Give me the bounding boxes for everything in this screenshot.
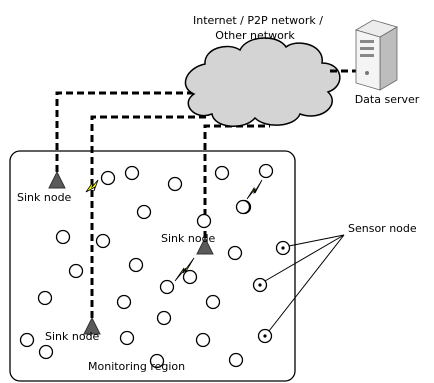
- link-center-sink: [203, 124, 270, 238]
- lightning-icon: [174, 257, 195, 282]
- network-label-line2: Other network: [215, 29, 295, 42]
- sensor-node: [149, 353, 165, 369]
- sensor-node: [159, 279, 175, 295]
- sensor-node: [235, 199, 251, 215]
- link-left-sink: [55, 91, 200, 172]
- sink-node-bottom: [83, 316, 101, 335]
- sensor-node: [156, 310, 172, 326]
- highlighted-sensor-nodes: [252, 240, 291, 344]
- sensor-node: [37, 290, 53, 306]
- sensor-node: [68, 263, 84, 279]
- server-icon: [354, 19, 399, 91]
- sensor-node: [136, 204, 152, 220]
- sensor-node: [38, 344, 54, 360]
- sensor-node-pointers: [264, 234, 345, 332]
- sensor-node: [205, 294, 221, 310]
- sink-node-label-left: Sink node: [17, 191, 72, 204]
- sensor-node: [55, 229, 71, 245]
- sensor-node-label: Sensor node: [348, 222, 417, 235]
- sensor-node: [116, 294, 132, 310]
- sensor-node: [227, 245, 243, 261]
- link-bottom-sink: [90, 115, 210, 318]
- sink-node-label-center: Sink node: [161, 232, 216, 245]
- sensor-node: [128, 257, 144, 273]
- sensor-node: [167, 176, 183, 192]
- sensor-node: [228, 352, 244, 368]
- sensor-node: [196, 213, 212, 229]
- sensor-node: [119, 330, 135, 346]
- sensor-node: [124, 165, 140, 181]
- network-label-line1: Internet / P2P network /: [193, 14, 323, 27]
- network-links: [55, 91, 270, 318]
- data-server-label: Data server: [355, 93, 420, 106]
- sensor-node: [195, 332, 211, 348]
- lightning-icon: [85, 179, 99, 193]
- sensor-node: [214, 165, 230, 181]
- lightning-icon: [246, 179, 263, 200]
- cloud-icon: [184, 37, 341, 127]
- monitoring-region-label: Monitoring region: [88, 360, 185, 373]
- sensor-node: [258, 163, 274, 179]
- sensor-node: [100, 170, 116, 186]
- sensor-node: [19, 332, 35, 348]
- sensor-node: [182, 269, 198, 285]
- monitoring-region-box: [9, 150, 296, 382]
- sink-node-label-bottom: Sink node: [45, 330, 100, 343]
- sink-node-center: [196, 236, 214, 255]
- sink-node-left: [48, 170, 66, 189]
- linked-sensor-nodes: [159, 199, 251, 295]
- sensor-node: [95, 233, 111, 249]
